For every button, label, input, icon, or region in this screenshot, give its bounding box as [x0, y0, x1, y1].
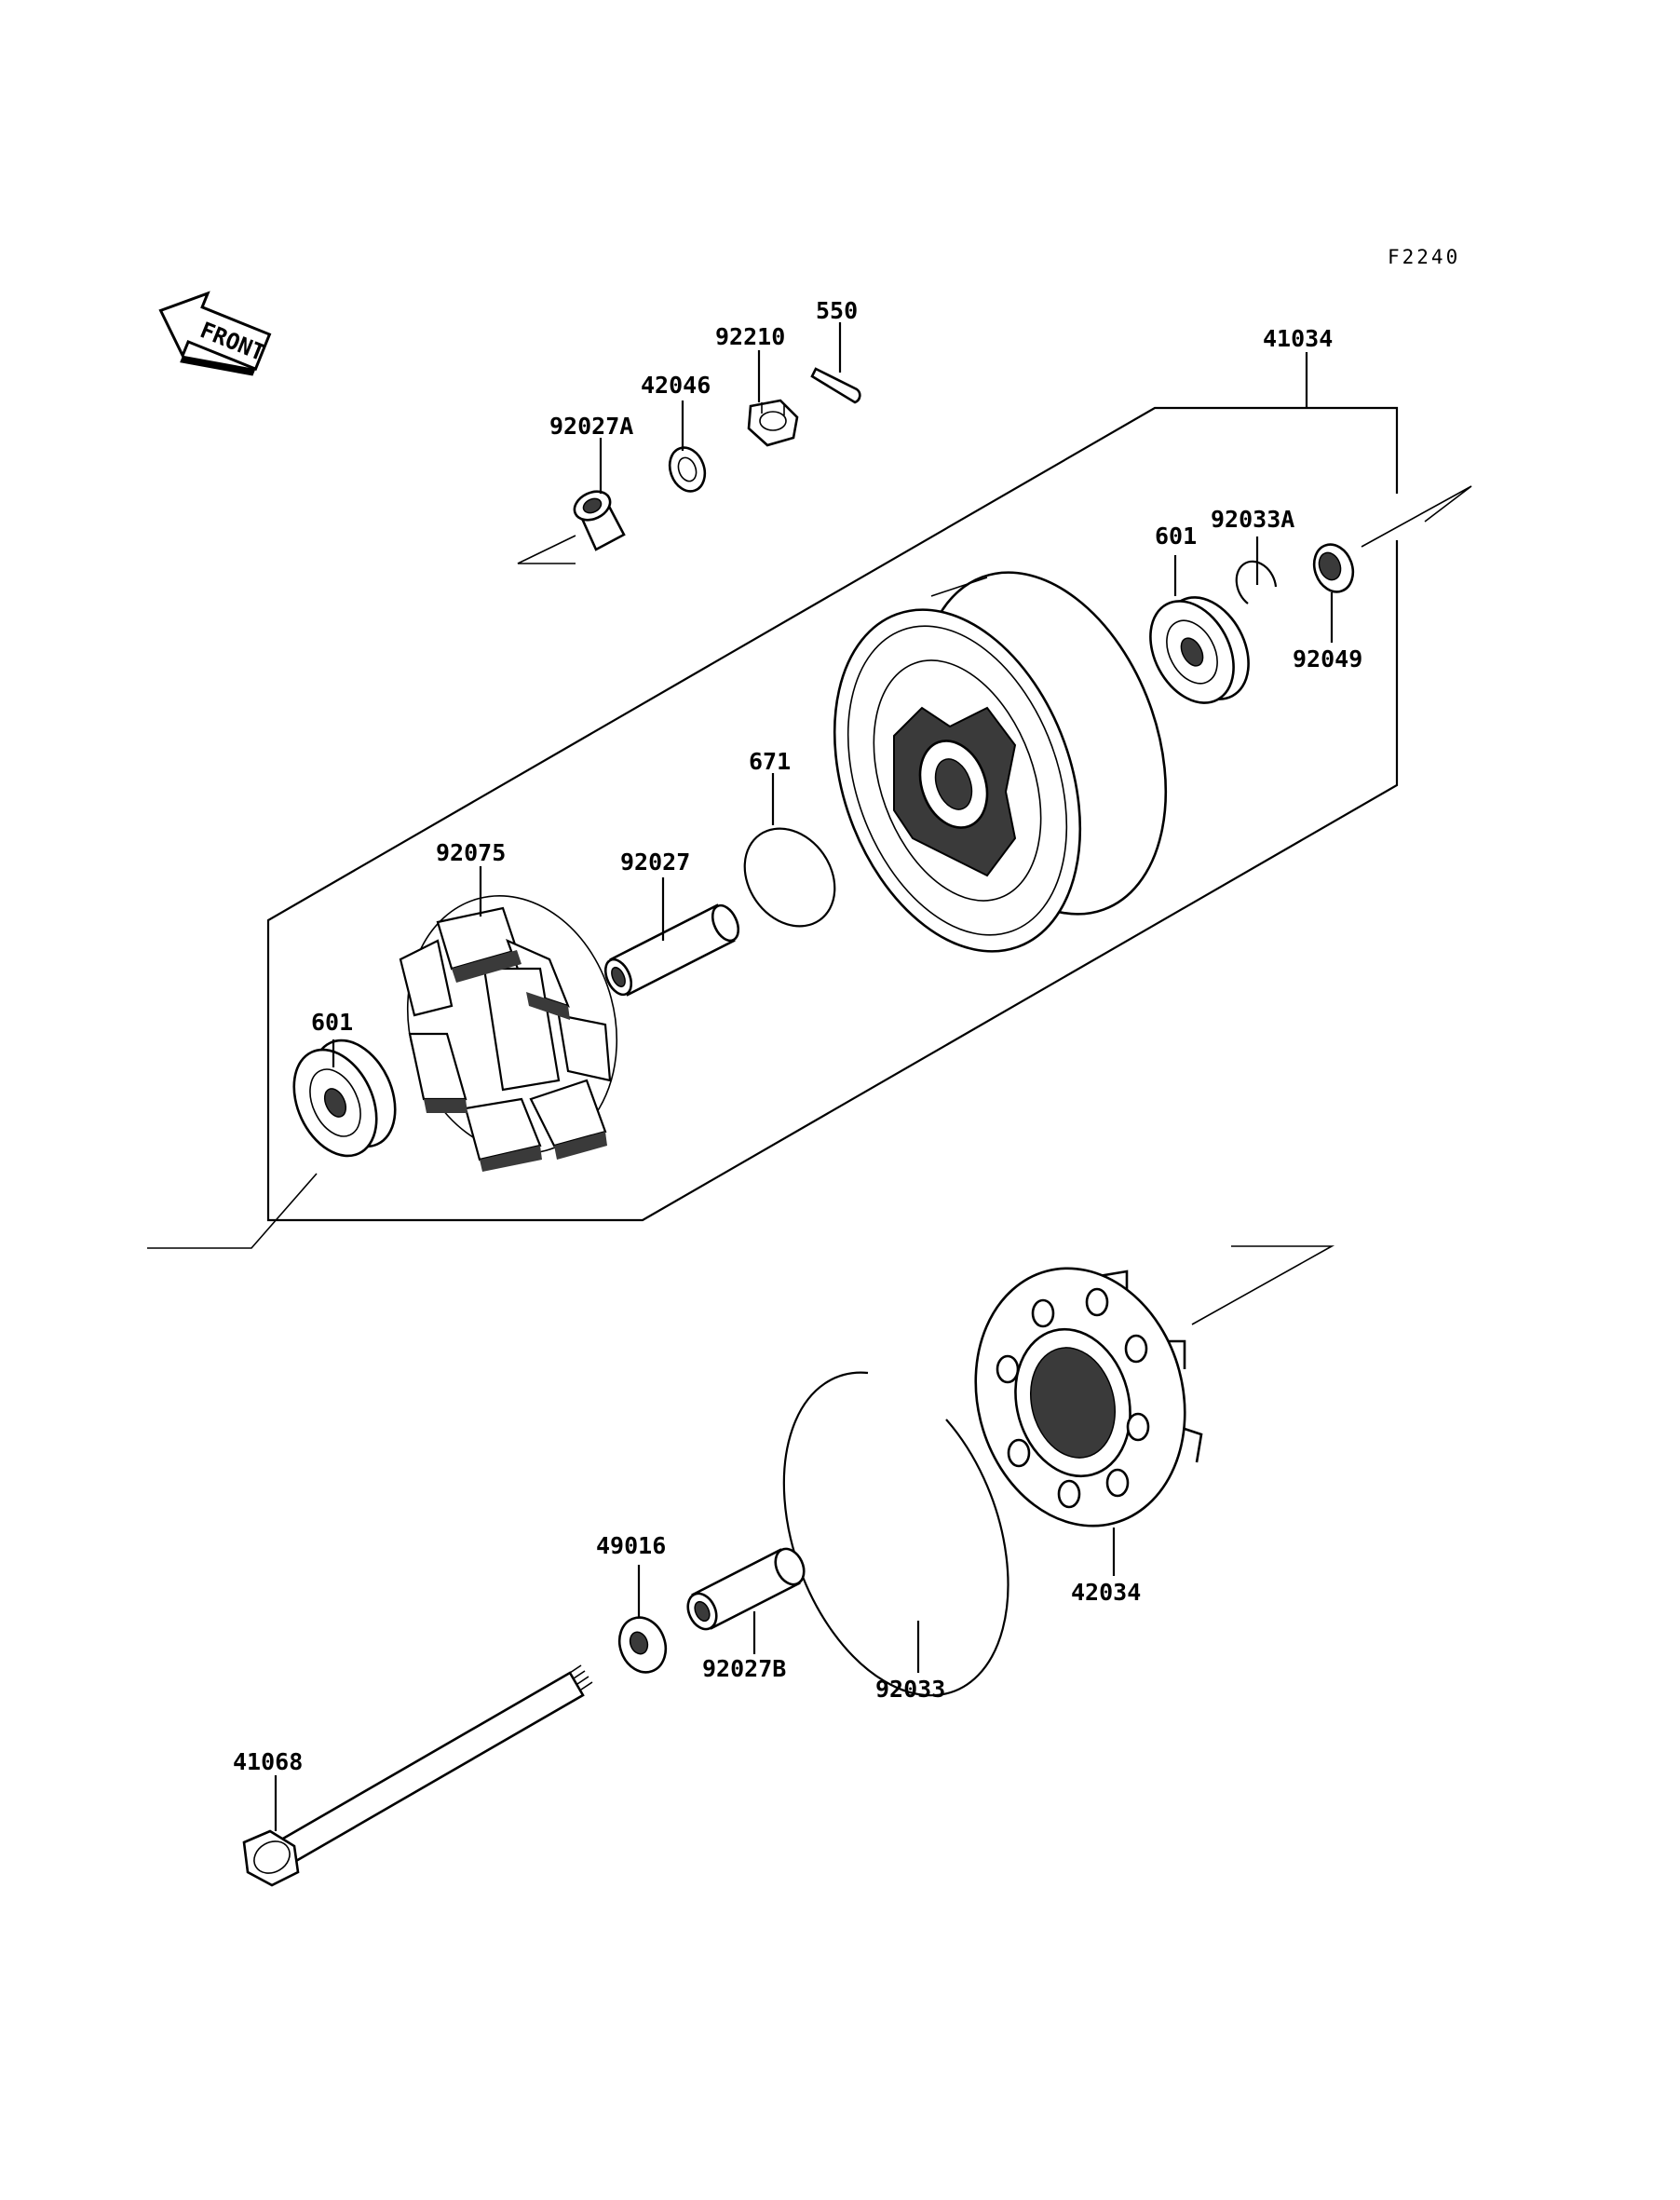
label-49016: 49016	[596, 1532, 666, 1559]
label-92027B: 92027B	[702, 1655, 786, 1682]
collar-92027A-icon	[573, 490, 626, 551]
seal-92049-icon	[1312, 543, 1355, 593]
label-42046: 42046	[641, 372, 711, 399]
circlip-92033A-icon	[1235, 560, 1278, 604]
collar-92027-icon	[603, 903, 740, 997]
axle-line-right	[1361, 485, 1472, 548]
washer-49016-icon	[617, 1616, 668, 1674]
label-92033: 92033	[875, 1676, 945, 1703]
label-601-top: 601	[1155, 523, 1197, 550]
label-671: 671	[749, 748, 791, 775]
washer-42046-icon	[668, 446, 707, 493]
axle-line-hub	[1191, 1245, 1335, 1325]
axle-bolt-41068-icon	[242, 1664, 593, 1887]
wheel-assembly-bracket	[266, 406, 1399, 1222]
figure-code: F2240	[1388, 246, 1460, 268]
bearing-601-top-icon	[1149, 596, 1250, 704]
collar-92027B-icon	[686, 1547, 806, 1631]
label-550: 550	[816, 297, 858, 324]
axle-line-top	[517, 535, 576, 564]
label-41034: 41034	[1263, 325, 1333, 352]
castle-nut-icon	[747, 399, 799, 447]
label-42034: 42034	[1071, 1579, 1141, 1606]
label-92075: 92075	[436, 839, 506, 866]
label-92027A: 92027A	[549, 413, 633, 440]
label-92033A: 92033A	[1211, 506, 1294, 533]
wheel-rim-icon	[833, 571, 1168, 953]
cotter-pin-icon	[810, 367, 861, 404]
sprocket-hub-42034-icon	[974, 1267, 1203, 1528]
label-92210: 92210	[715, 323, 785, 350]
label-601-left: 601	[311, 1009, 353, 1036]
front-arrow-icon: FRONT	[158, 291, 272, 376]
label-92027: 92027	[620, 849, 690, 876]
damper-92075-icon	[399, 895, 618, 1172]
axle-line-left	[147, 1173, 318, 1249]
label-41068: 41068	[233, 1748, 303, 1775]
o-ring-671-icon	[743, 827, 836, 928]
bearing-601-left-icon	[292, 1039, 397, 1158]
circlip-92033-icon	[782, 1371, 1009, 1697]
label-92049: 92049	[1293, 645, 1362, 672]
